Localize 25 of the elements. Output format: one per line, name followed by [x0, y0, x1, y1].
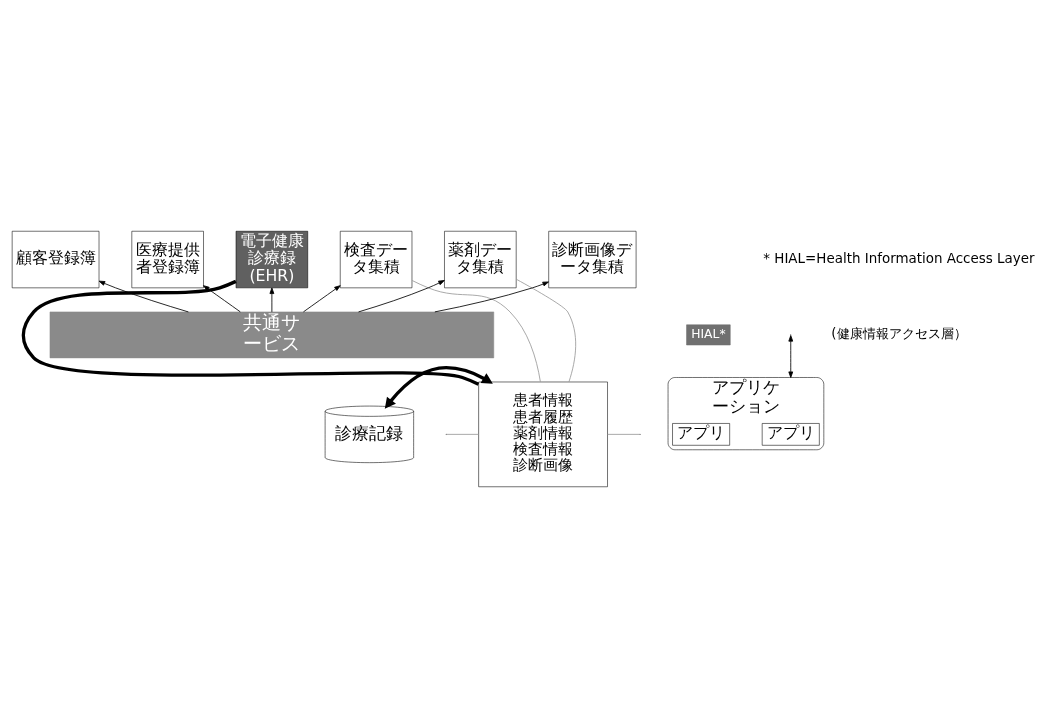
node-box: 医療提供者登録簿 [131, 230, 204, 289]
arrow [98, 280, 189, 313]
arrow [434, 281, 549, 313]
node-box: 顧客登録簿 [11, 230, 100, 289]
label: (健康情報アクセス層） [831, 326, 967, 342]
arrow [358, 280, 445, 313]
connector [607, 433, 641, 435]
arrow [384, 366, 493, 409]
node-box: 薬剤データ集積 [444, 230, 517, 289]
arrow [269, 287, 275, 313]
node-box: アプリ [761, 423, 820, 446]
label: * HIAL=Health Information Access Layer [763, 251, 1035, 267]
arrow [203, 285, 241, 313]
node-box: 患者情報 患者履歴 薬剤情報 検査情報 診断画像 [478, 381, 608, 488]
node-box: 共通サービス [49, 311, 495, 359]
node-box: 電子健康診療録 (EHR) [235, 230, 309, 289]
connector [515, 278, 577, 383]
node-box: HIAL* [686, 324, 731, 346]
connector [446, 433, 479, 435]
node-box: アプリ [672, 423, 730, 446]
arrow [303, 285, 341, 313]
connector [21, 279, 480, 386]
connector [411, 280, 541, 383]
node-box: 検査データ集積 [339, 230, 413, 289]
node-box: 診断画像データ集積 [548, 230, 637, 289]
